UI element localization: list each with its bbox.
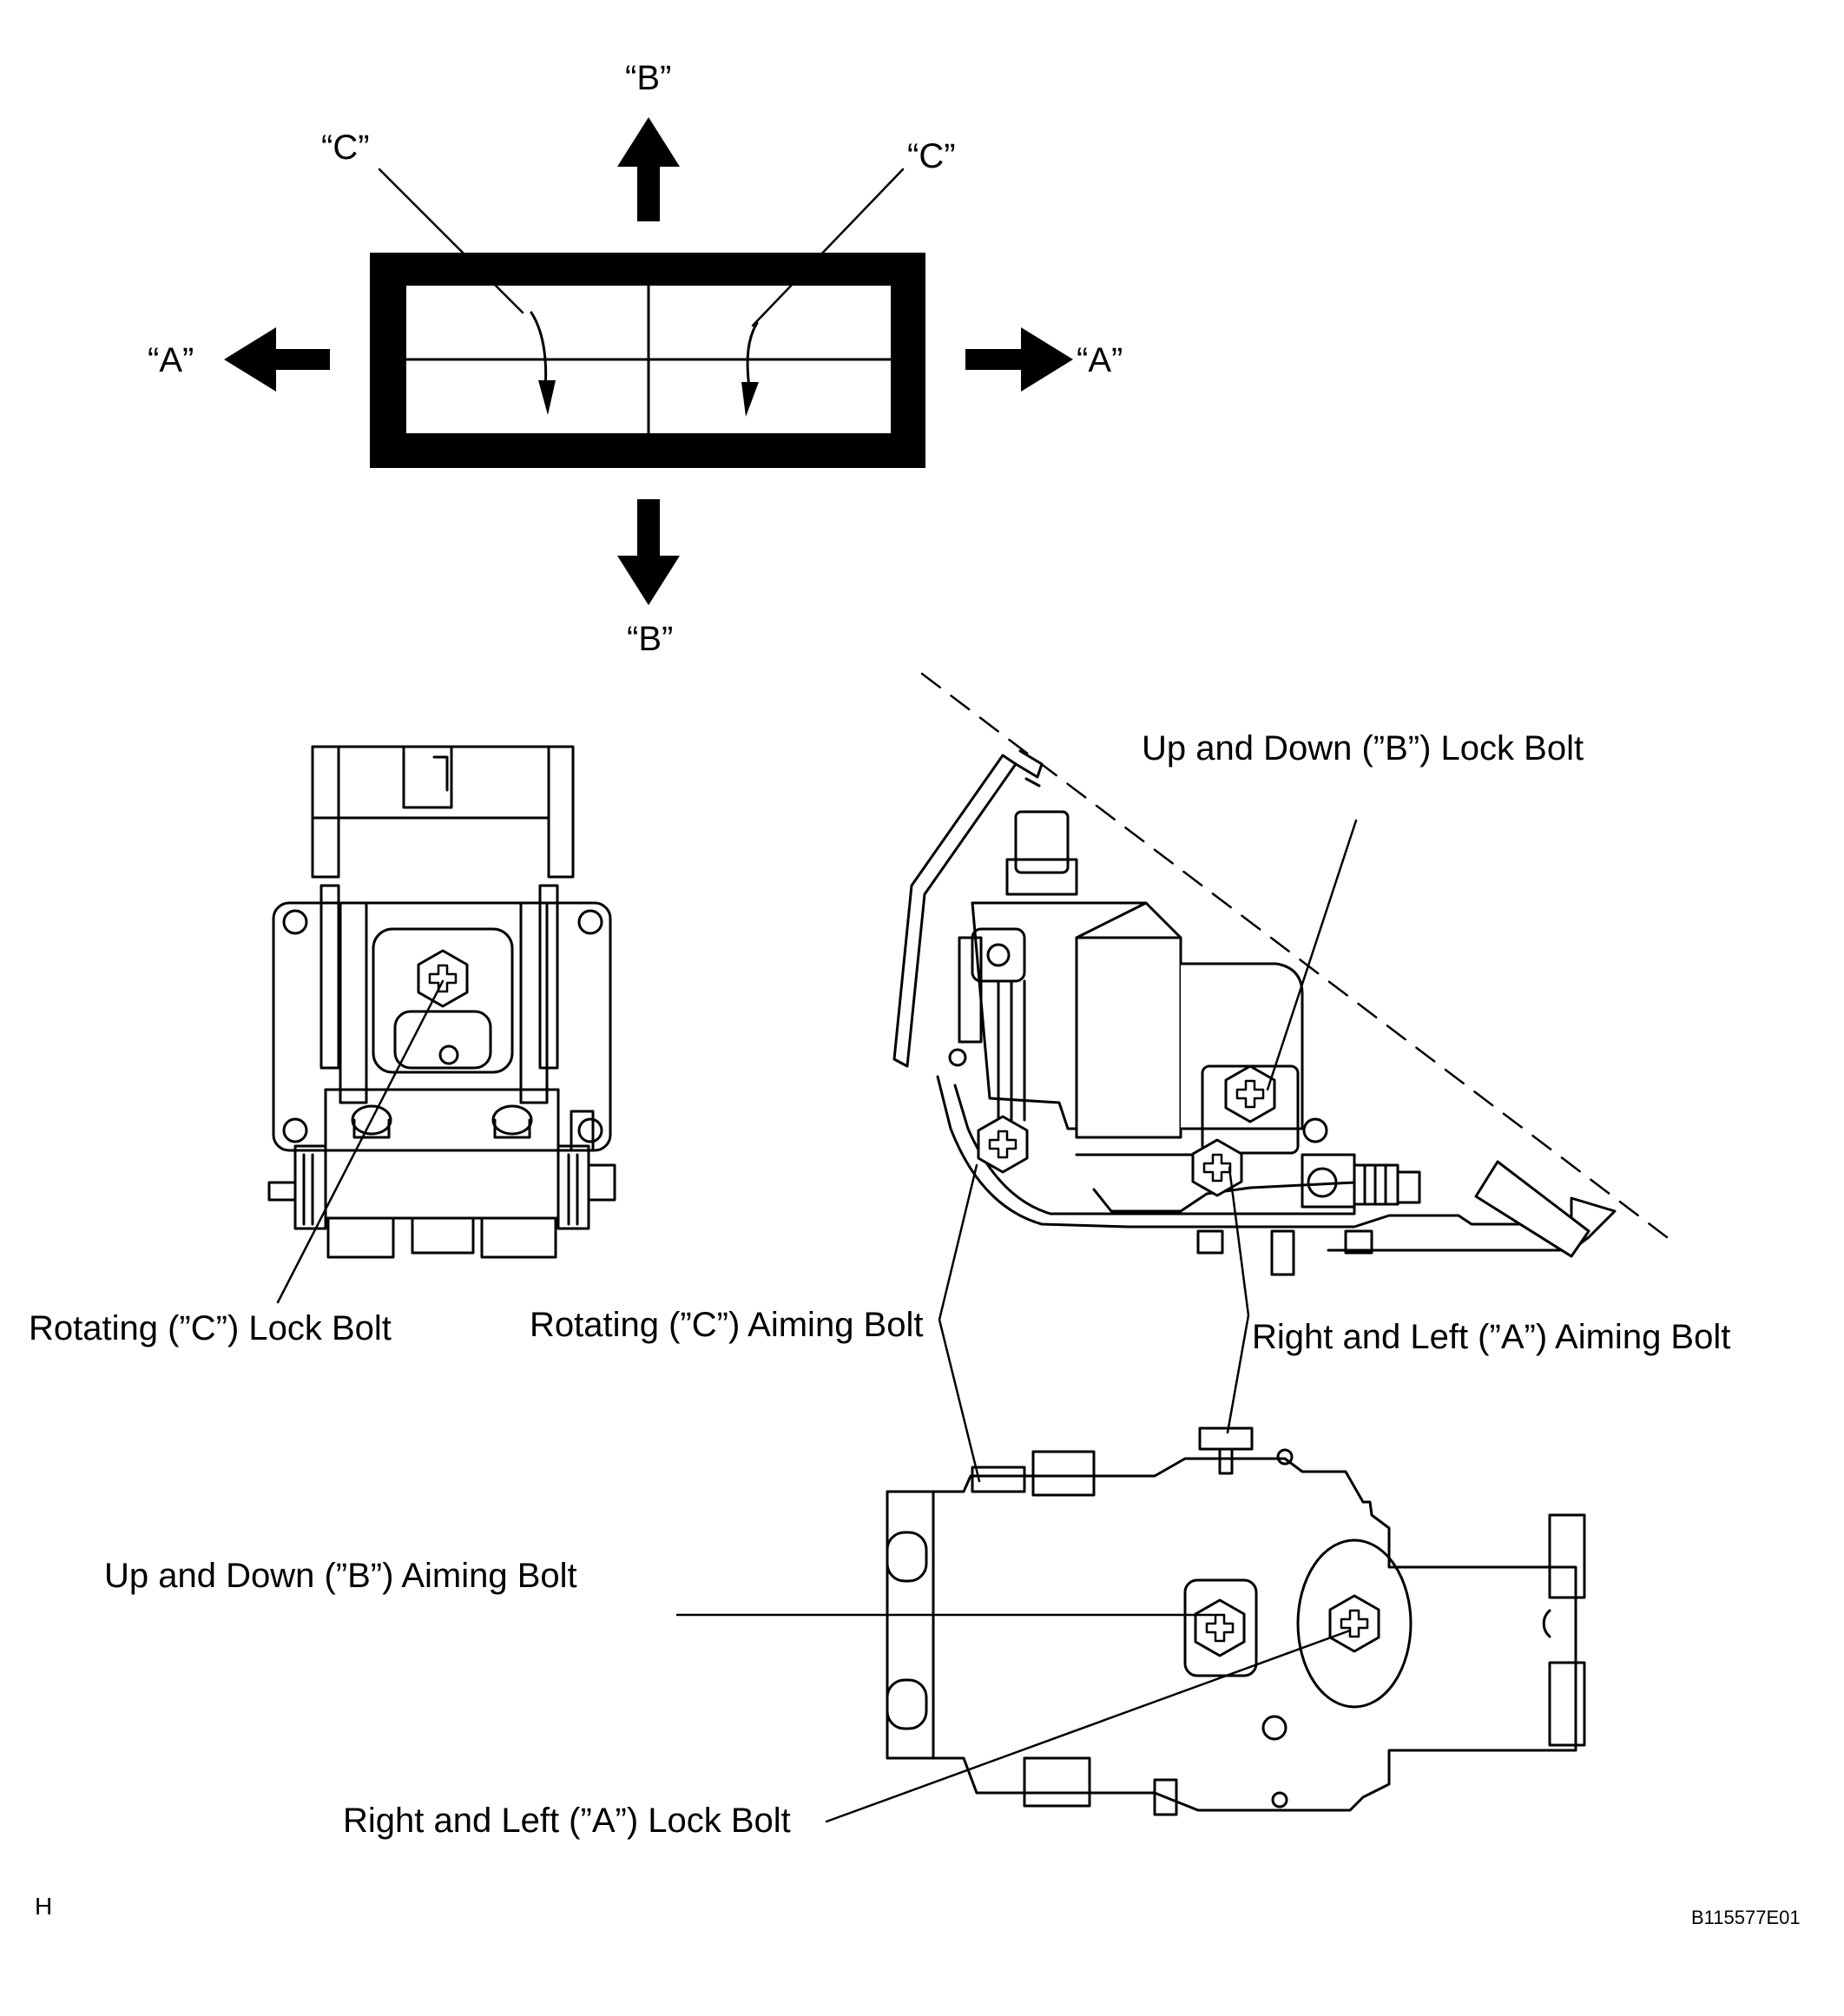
top-view-aiming-unit bbox=[886, 1426, 1586, 1816]
callout-up-down-lock-bolt: Up and Down (”B”) Lock Bolt bbox=[1142, 729, 1584, 768]
arrow-right-icon bbox=[965, 327, 1073, 392]
callout-rotating-lock-bolt: Rotating (”C”) Lock Bolt bbox=[29, 1309, 392, 1347]
callout-up-down-aiming-bolt: Up and Down (”B”) Aiming Bolt bbox=[104, 1557, 577, 1595]
callout-right-left-lock-bolt: Right and Left (”A”) Lock Bolt bbox=[343, 1802, 791, 1840]
callout-rotating-aiming-bolt: Rotating (”C”) Aiming Bolt bbox=[530, 1306, 924, 1344]
side-view-aiming-unit bbox=[892, 672, 1669, 1276]
label-a-left: “A” bbox=[148, 341, 194, 379]
label-b-top: “B” bbox=[625, 59, 672, 97]
label-c-left: “C” bbox=[321, 128, 370, 167]
corner-mark: H bbox=[35, 1893, 53, 1920]
callout-leader-lines bbox=[276, 819, 1358, 1823]
front-view-aiming-unit bbox=[267, 745, 616, 1259]
label-b-bottom: “B” bbox=[627, 620, 674, 658]
headlamp-direction-schematic bbox=[224, 117, 1073, 605]
rotate-arrow-left-icon bbox=[538, 380, 556, 415]
arrow-up-icon bbox=[617, 117, 680, 221]
callout-right-left-aiming-bolt: Right and Left (”A”) Aiming Bolt bbox=[1252, 1318, 1731, 1356]
label-c-right: “C” bbox=[907, 137, 956, 175]
label-a-right: “A” bbox=[1077, 341, 1123, 379]
rotate-arrow-right-icon bbox=[741, 382, 759, 417]
figure-code: B115577E01 bbox=[1691, 1907, 1801, 1928]
arrow-left-icon bbox=[224, 327, 330, 392]
arrow-down-icon bbox=[617, 499, 680, 605]
